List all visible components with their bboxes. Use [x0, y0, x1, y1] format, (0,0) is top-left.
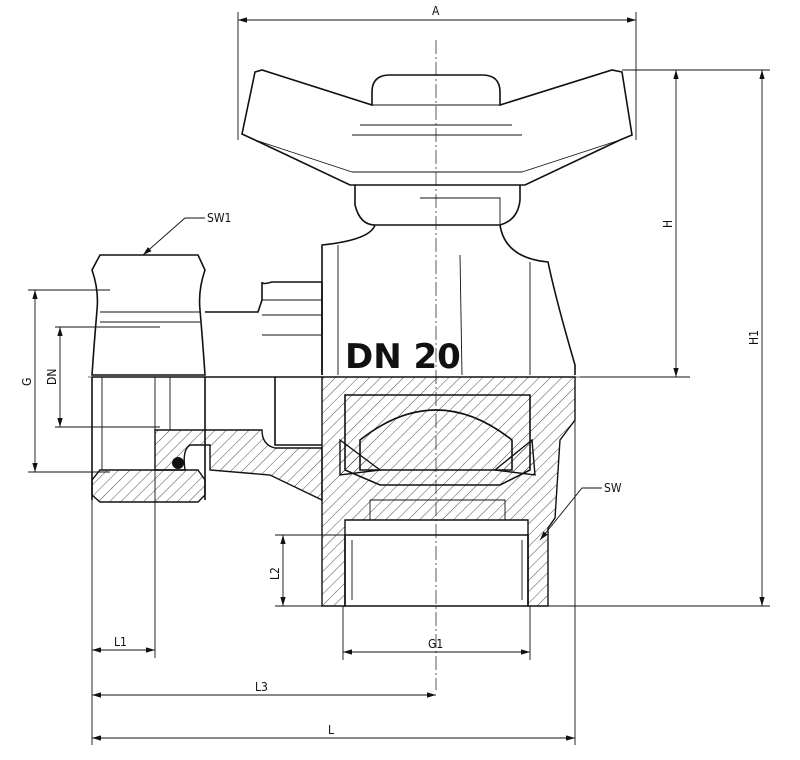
dim-label-a: A: [432, 4, 440, 18]
dim-label-sw: SW: [604, 481, 622, 495]
dim-label-l1: L1: [114, 635, 127, 649]
dim-label-l: L: [328, 723, 334, 737]
dim-label-g: G: [20, 378, 34, 386]
butterfly-handle: [241, 69, 633, 226]
dim-label-h: H: [661, 220, 675, 228]
dim-label-dn: DN: [45, 369, 59, 385]
dim-label-l2: L2: [268, 567, 282, 580]
dim-label-l3: L3: [255, 680, 268, 694]
dim-label-sw1: SW1: [207, 211, 231, 225]
union-nut: [91, 254, 206, 503]
dn-marking: DN 20: [345, 337, 461, 377]
dim-label-h1: H1: [747, 330, 761, 345]
valve-body: DN 20: [321, 224, 576, 607]
o-ring: [172, 457, 184, 469]
dim-label-g1: G1: [428, 637, 443, 651]
dimension-lines: [28, 12, 770, 745]
union-connector: [92, 281, 323, 502]
